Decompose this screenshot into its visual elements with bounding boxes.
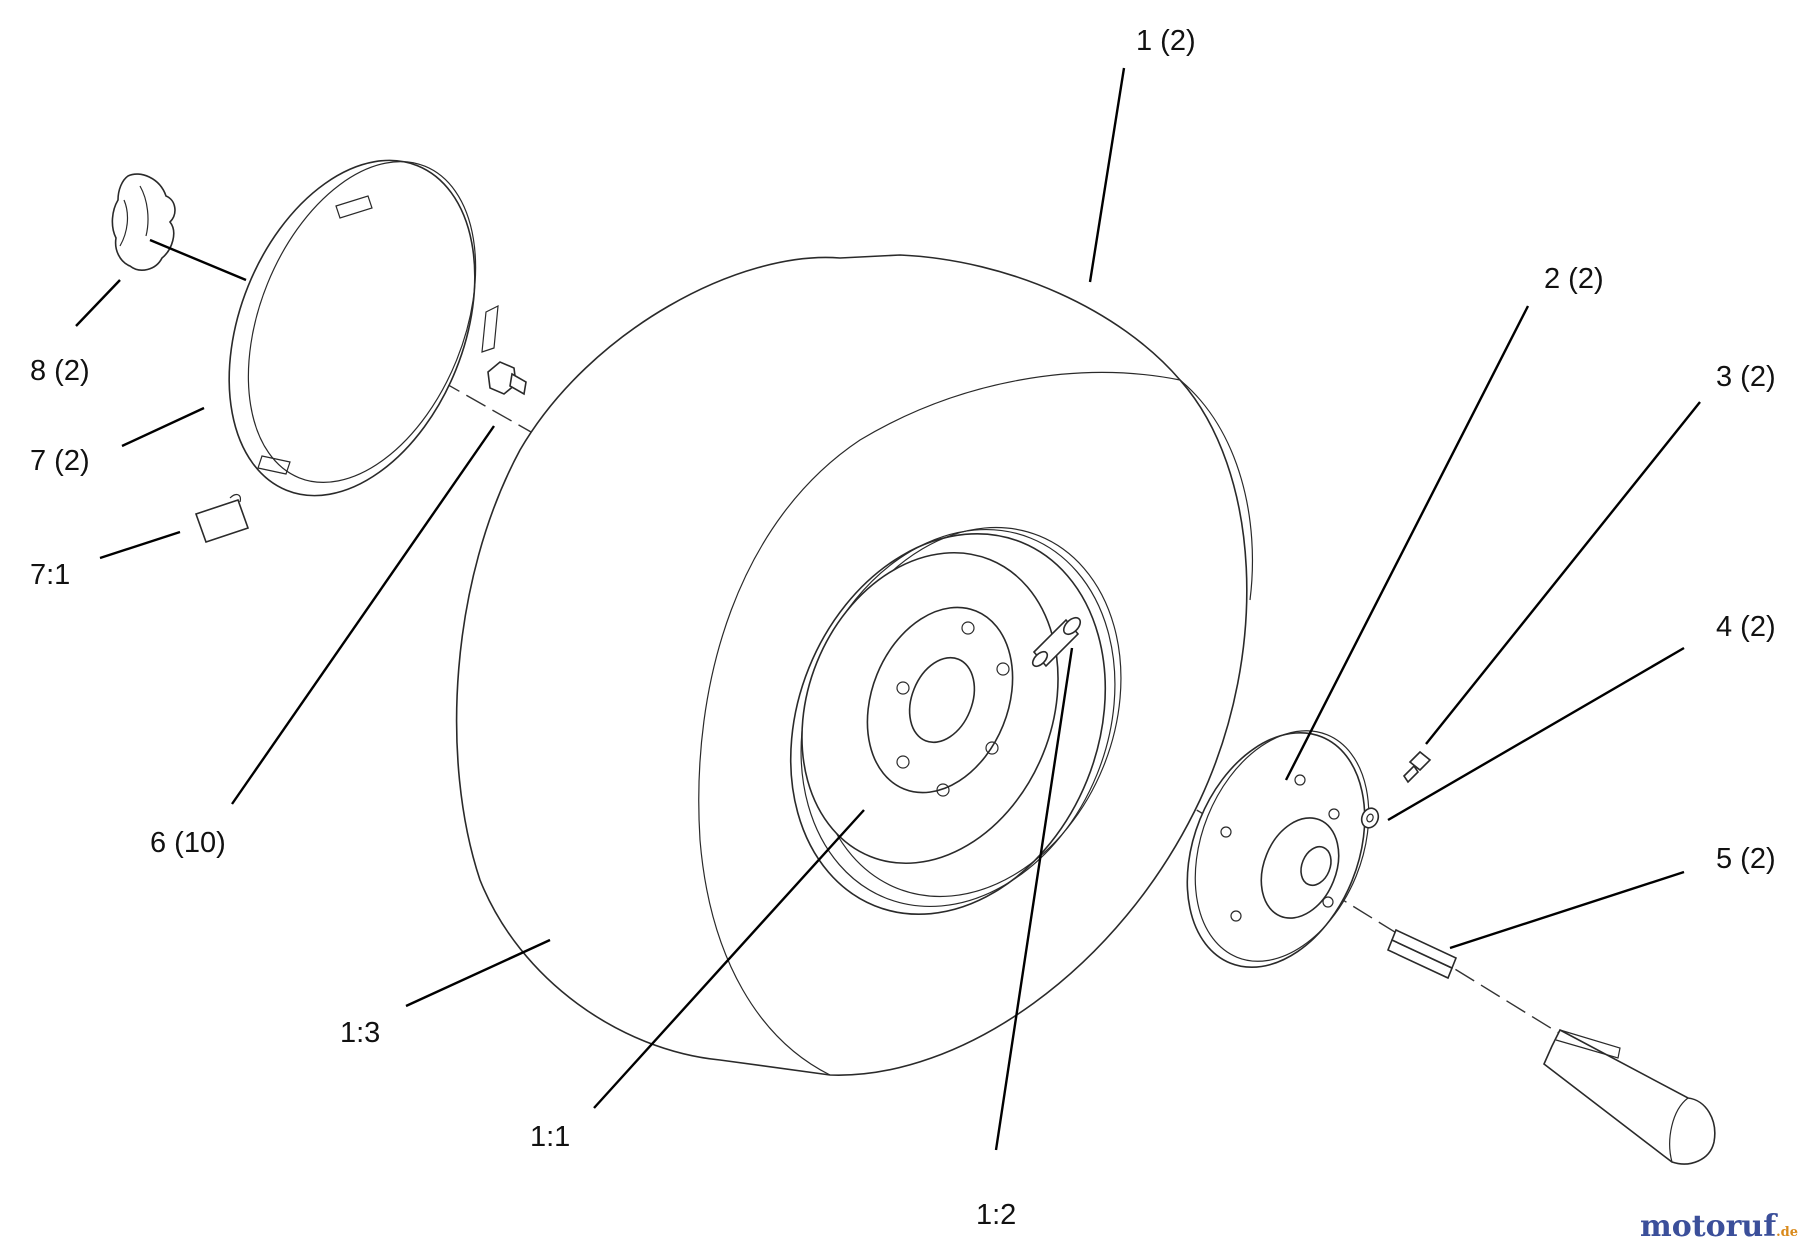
bolt-hole (896, 755, 910, 769)
bolt-hole (1328, 808, 1340, 820)
ring-inner (247, 161, 477, 483)
leader-3 (1425, 401, 1701, 745)
decal-label (194, 498, 250, 544)
bolt-hole (1220, 826, 1232, 838)
leader-1 (1088, 67, 1126, 283)
leader-13 (405, 938, 551, 1008)
ring-tab-top (335, 195, 373, 219)
axle-shaft-body (1543, 1028, 1716, 1165)
callout-3: 3 (2) (1716, 361, 1776, 393)
ring-outer (228, 159, 476, 497)
hub-flange-rim (1194, 730, 1370, 962)
callout-1-1: 1:1 (530, 1121, 570, 1153)
axle-shaft (1543, 1028, 1716, 1165)
leader-6 (231, 425, 495, 805)
watermark-logo: motoruf.de (1640, 1209, 1798, 1244)
callout-5: 5 (2) (1716, 843, 1776, 875)
bolt-hole (961, 621, 975, 635)
bolt-hole (1230, 910, 1242, 922)
hub-bolt-holes (1220, 774, 1340, 922)
leader-71 (99, 530, 181, 560)
lug-bolt (487, 361, 527, 396)
hub-boss (1260, 817, 1340, 919)
ring-tab-right (481, 304, 499, 353)
lock-washer-hole (1366, 813, 1374, 823)
watermark-tld: .de (1776, 1225, 1798, 1240)
tire-shoulder (1179, 379, 1253, 601)
leader-8-ring (149, 238, 247, 282)
ring-tab-bottom (257, 455, 291, 475)
watermark-text: motoruf.de (1640, 1209, 1798, 1244)
rim-bolt-holes (896, 621, 1010, 797)
emblem-cap (111, 173, 176, 271)
callout-1: 1 (2) (1136, 25, 1196, 57)
callout-1-2: 1:2 (976, 1199, 1016, 1231)
leader-4 (1387, 646, 1685, 822)
callout-8: 8 (2) (30, 355, 90, 387)
lug-bolt-thread (509, 372, 527, 396)
bolt-hole (1322, 896, 1334, 908)
axle-spline (1555, 1029, 1621, 1059)
watermark-name: motoruf (1640, 1209, 1778, 1244)
hub-flange (1186, 730, 1370, 969)
leader-2 (1284, 305, 1530, 781)
callout-7: 7 (2) (30, 445, 90, 477)
leader-12 (994, 647, 1074, 1151)
bolt-hole (985, 741, 999, 755)
callout-2: 2 (2) (1544, 263, 1604, 295)
emblem-detail (119, 185, 149, 247)
wheel-ring (228, 159, 499, 497)
callout-1-3: 1:3 (340, 1017, 380, 1049)
valve-stem (1031, 616, 1082, 668)
leader-7 (121, 406, 205, 448)
hub-bore (1300, 845, 1332, 887)
lock-washer (1360, 807, 1380, 829)
leader-8 (75, 279, 121, 327)
leader-5 (1449, 870, 1685, 950)
bolt-hole (996, 662, 1010, 676)
axle-cap (1669, 1097, 1689, 1163)
set-screw (1402, 750, 1432, 784)
leader-11 (593, 809, 865, 1109)
tire-tread-edge (698, 371, 1181, 1076)
rim-center-bore (908, 656, 976, 744)
bolt-hole (1294, 774, 1306, 786)
bolt-hole (896, 681, 910, 695)
callout-4: 4 (2) (1716, 611, 1776, 643)
decal-tab (229, 493, 241, 503)
wheel-rim (789, 526, 1122, 916)
woodruff-key (1386, 928, 1458, 980)
callout-6: 6 (10) (150, 827, 226, 859)
callout-7-1: 7:1 (30, 559, 70, 591)
bolt-hole (936, 783, 950, 797)
